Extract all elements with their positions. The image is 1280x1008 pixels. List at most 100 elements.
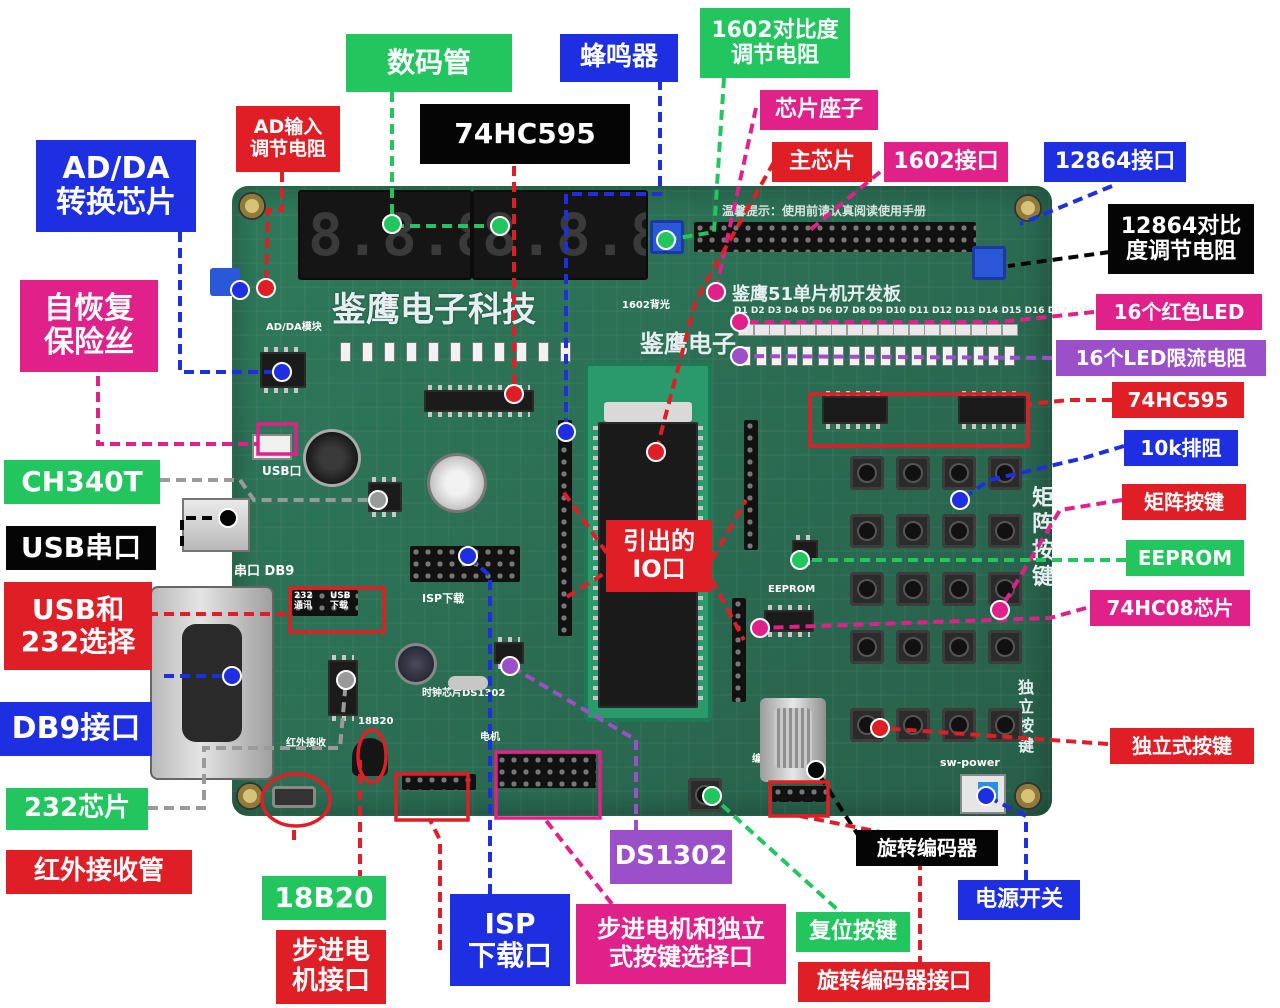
independent-key[interactable] [850, 708, 884, 742]
matrix-key[interactable] [988, 572, 1022, 606]
eeprom-chip-body [792, 535, 818, 565]
power-switch-body[interactable] [960, 774, 1006, 814]
matrix-key[interactable] [850, 456, 884, 490]
segment-digits: 8.8.8.8. [308, 201, 470, 269]
callout-ir-receiver: 红外接收管 [6, 850, 192, 894]
callout-ch340t: CH340T [4, 460, 160, 504]
led-resistor [786, 346, 798, 366]
lcd12864-contrast-pot [972, 246, 1006, 280]
power-toggle [978, 782, 998, 802]
callout-resistor-array: 10k排阻 [1124, 430, 1238, 466]
isp-silk: ISP下载 [422, 592, 465, 605]
lcd-header-row [694, 222, 976, 252]
led-resistor [895, 346, 906, 366]
brand-large: 鉴鹰电子科技 [332, 290, 536, 330]
matrix-key[interactable] [942, 630, 976, 664]
hc595-right-chip-body [958, 391, 1026, 429]
ch340t-chip-body [368, 477, 402, 517]
matrix-key[interactable] [896, 514, 930, 548]
brand-mid: 鉴鹰电子 [640, 330, 736, 358]
encoder-header [772, 786, 828, 802]
hc595-chip-body [424, 385, 534, 417]
callout-adda-chip: AD/DA 转换芯片 [36, 140, 196, 232]
callout-led-resistors: 16个LED限流电阻 [1056, 340, 1266, 376]
matrix-key[interactable] [850, 572, 884, 606]
independent-key[interactable] [942, 708, 976, 742]
segment-resistor [384, 342, 395, 362]
matrix-key[interactable] [850, 630, 884, 664]
board-tip: 温馨提示：使用前请认真阅读使用手册 [722, 204, 927, 218]
matrix-key[interactable] [942, 514, 976, 548]
power-silk: sw-power [940, 756, 1000, 769]
red-led [815, 324, 832, 336]
callout-encoder-port: 旋转编码器接口 [798, 962, 990, 1002]
callout-io-pins: 引出的 IO口 [606, 520, 712, 592]
ir-silk: 红外接收 [286, 738, 326, 749]
callout-matrix-keys: 矩阵按键 [1122, 484, 1246, 520]
red-led [846, 324, 863, 336]
callout-hc595-right: 74HC595 [1112, 382, 1244, 418]
ds18b20-body [352, 738, 388, 776]
callout-eeprom: EEPROM [1126, 540, 1244, 576]
led-resistor [988, 346, 999, 366]
red-led [986, 324, 1002, 336]
lcd1602-contrast-pot [650, 220, 684, 254]
reset-key-button[interactable] [688, 778, 722, 812]
matrix-key[interactable] [896, 630, 930, 664]
ds18-silk: 18B20 [358, 716, 394, 727]
callout-hc595-top: 74HC595 [420, 104, 630, 164]
matrix-key[interactable] [896, 572, 930, 606]
red-led [831, 324, 847, 336]
led-resistor [879, 346, 891, 366]
db9-silk: 串口 DB9 [234, 564, 295, 579]
independent-key[interactable] [896, 708, 930, 742]
callout-lcd12864-port: 12864接口 [1044, 142, 1186, 182]
red-led [753, 324, 770, 336]
matrix-key[interactable] [942, 572, 976, 606]
led-resistor [771, 346, 782, 366]
matrix-side-silk: 矩阵按键 [1032, 486, 1055, 591]
eeprom-silk: EEPROM [768, 584, 816, 595]
matrix-key[interactable] [988, 456, 1022, 490]
segment-resistor [340, 342, 351, 362]
callout-lcd1602-port: 1602接口 [884, 142, 1008, 182]
rotary-encoder-body[interactable] [760, 698, 826, 782]
independent-key[interactable] [988, 708, 1022, 742]
led-resistor [926, 346, 937, 366]
segment-resistor [560, 342, 571, 362]
callout-chip-socket: 芯片座子 [760, 90, 878, 130]
led-resistor [1003, 346, 1015, 366]
stepper-header [402, 774, 476, 790]
callout-fuse: 自恢复 保险丝 [20, 280, 158, 372]
callout-red-leds: 16个红色LED [1096, 294, 1262, 330]
matrix-key[interactable] [988, 514, 1022, 548]
chip-232-body [328, 655, 358, 721]
matrix-key[interactable] [988, 630, 1022, 664]
matrix-key[interactable] [850, 514, 884, 548]
crystal [448, 676, 488, 690]
encoder-knob [774, 708, 812, 768]
callout-usb-232-select: USB和 232选择 [4, 582, 152, 670]
seven-segment-display-a: 8.8.8.8. [298, 190, 472, 280]
led-row-silk: D1 D2 D3 D4 D5 D6 D7 D8 D9 D10 D11 D12 D… [734, 306, 1091, 316]
red-led [908, 324, 925, 336]
matrix-key[interactable] [896, 456, 930, 490]
usb-silk: USB口 [262, 464, 302, 478]
led-resistor [802, 346, 813, 366]
red-led [738, 324, 754, 336]
usb-connector [182, 498, 250, 552]
red-led [955, 324, 971, 336]
mounting-hole [1016, 784, 1040, 808]
hc08-chip-body [764, 605, 814, 637]
led-resistor [740, 346, 751, 366]
callout-chip-232: 232芯片 [6, 788, 148, 830]
callout-stepper-port: 步进电 机接口 [276, 930, 386, 1004]
callout-usb-serial: USB串口 [6, 526, 156, 570]
callout-ds1302: DS1302 [610, 830, 732, 884]
ds1302-chip-body [494, 637, 524, 669]
segment-resistor [494, 342, 505, 362]
matrix-key[interactable] [942, 456, 976, 490]
callout-ad-input: AD输入 调节电阻 [236, 106, 340, 172]
red-led [784, 324, 801, 336]
